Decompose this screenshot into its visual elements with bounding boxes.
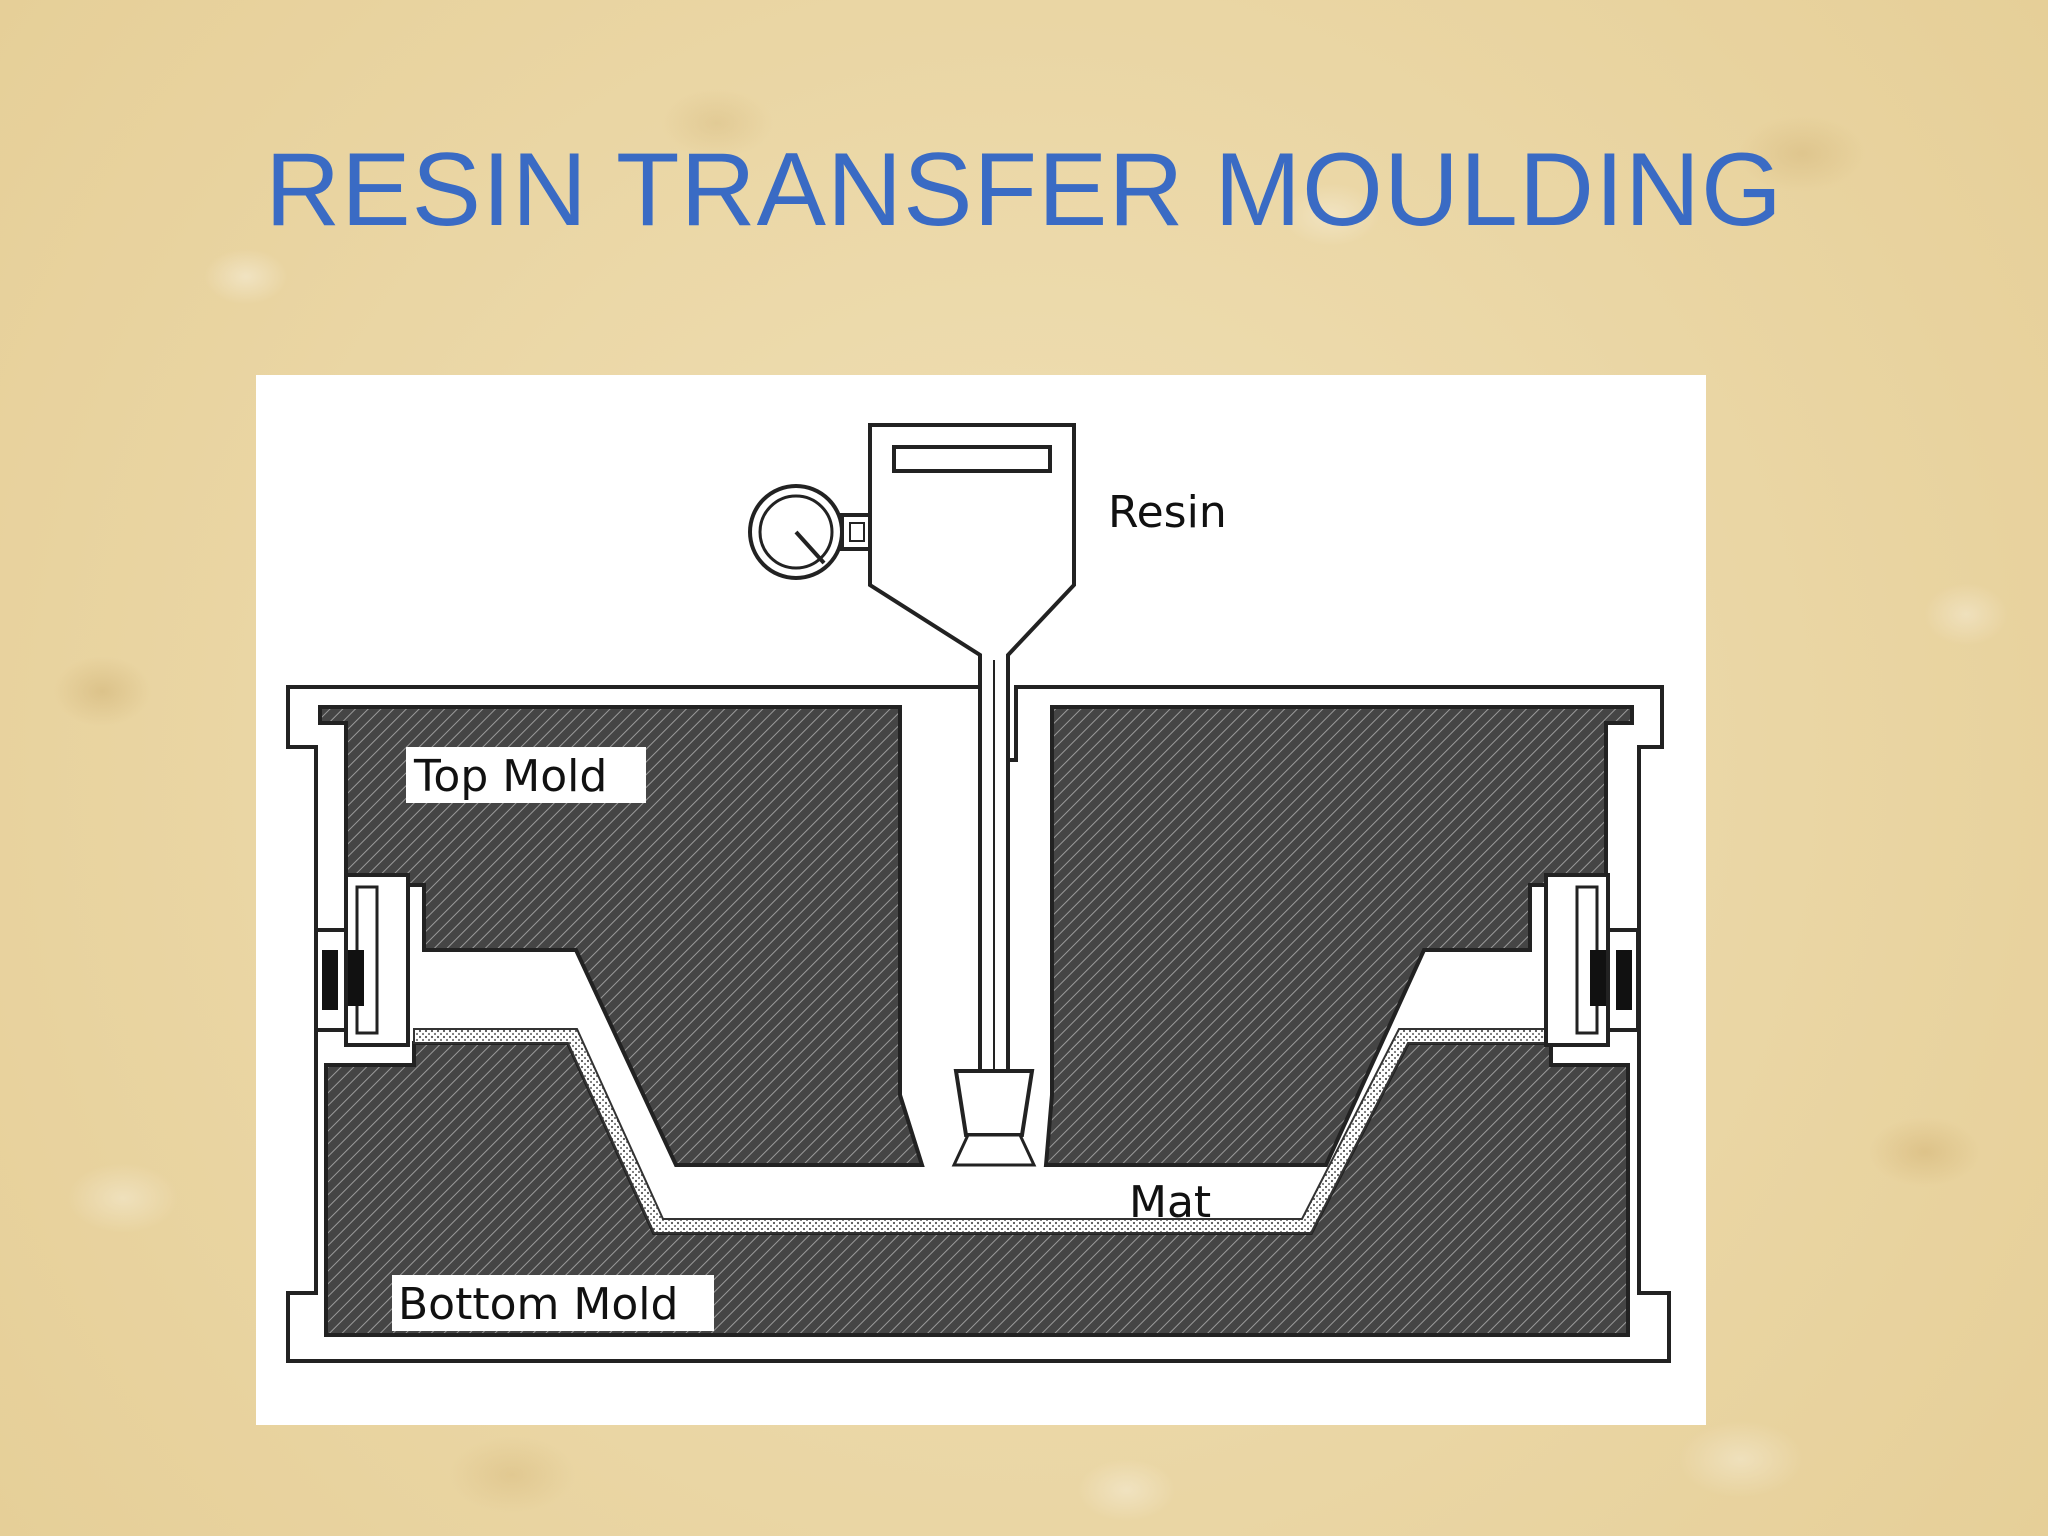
resin-label: Resin — [1108, 487, 1227, 538]
mat-label: Mat — [1129, 1177, 1211, 1228]
top-mold-right — [1043, 705, 1634, 1167]
right-clamp — [1544, 873, 1640, 1047]
slide-title: RESIN TRANSFER MOULDING — [265, 132, 1783, 248]
rtm-diagram: Resin Top Mold Mat Bottom Mold — [256, 375, 1706, 1425]
injection-nozzle — [951, 1069, 1037, 1167]
pressure-gauge-icon — [748, 484, 872, 580]
bottom-mold-label-bg — [392, 1275, 714, 1331]
bottom-mold-label: Bottom Mold — [398, 1279, 678, 1330]
left-clamp — [314, 873, 410, 1047]
top-mold-left — [318, 705, 925, 1167]
rtm-diagram-svg: Resin Top Mold Mat Bottom Mold — [286, 423, 1671, 1363]
top-mold-label: Top Mold — [413, 751, 607, 802]
resin-level-slot — [892, 445, 1052, 473]
top-mold-label-bg — [406, 747, 646, 803]
